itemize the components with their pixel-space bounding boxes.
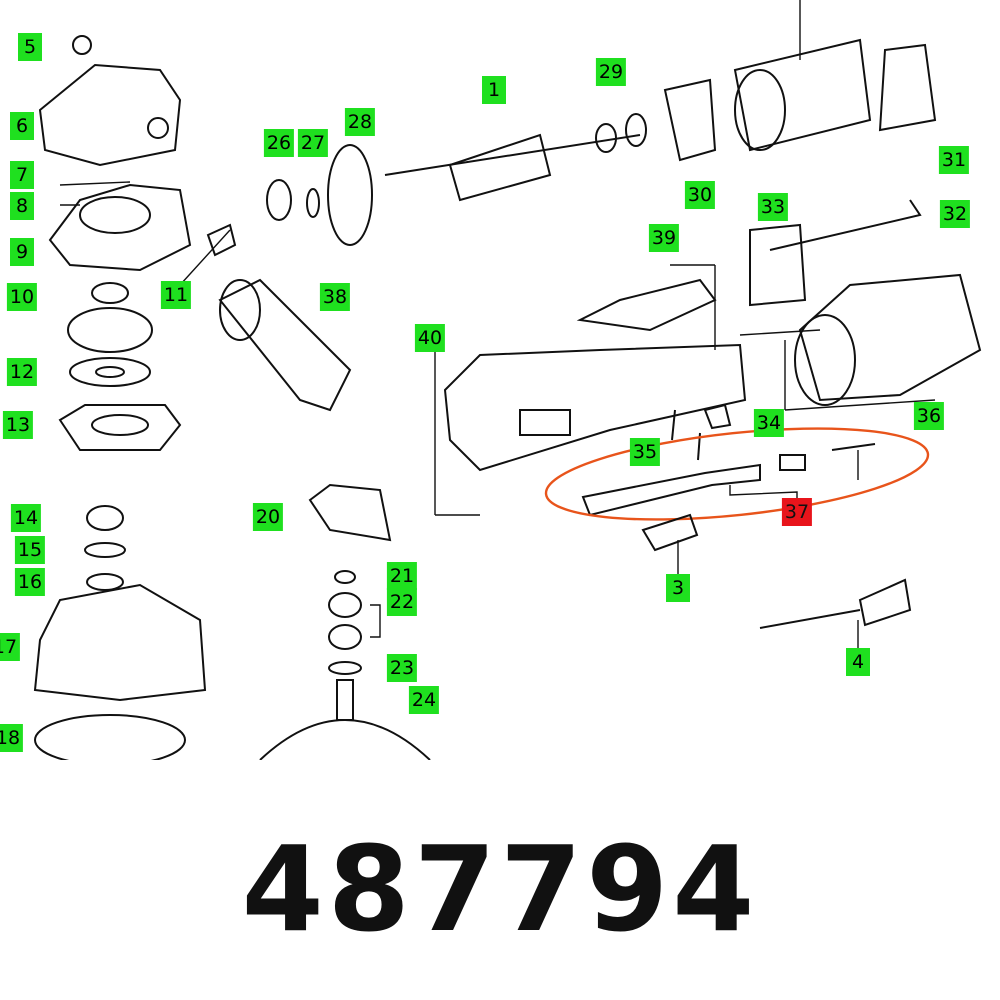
callout-1[interactable]: 1 <box>482 76 506 104</box>
callout-27[interactable]: 27 <box>297 129 329 157</box>
callout-33[interactable]: 33 <box>757 193 789 221</box>
part-number: 487794 <box>241 820 759 958</box>
callout-32[interactable]: 32 <box>939 200 971 228</box>
callout-12[interactable]: 12 <box>6 358 38 386</box>
callout-18[interactable]: 18 <box>0 724 24 752</box>
callout-13[interactable]: 13 <box>2 411 34 439</box>
callout-15[interactable]: 15 <box>14 536 46 564</box>
callout-10[interactable]: 10 <box>6 283 38 311</box>
callout-22[interactable]: 22 <box>386 588 418 616</box>
callout-5[interactable]: 5 <box>18 33 42 61</box>
callout-34[interactable]: 34 <box>753 409 785 437</box>
callout-6[interactable]: 6 <box>10 112 34 140</box>
callout-4[interactable]: 4 <box>846 648 870 676</box>
callout-30[interactable]: 30 <box>684 181 716 209</box>
callout-17[interactable]: 17 <box>0 633 21 661</box>
callout-20[interactable]: 20 <box>252 503 284 531</box>
callout-36[interactable]: 36 <box>913 402 945 430</box>
callout-24[interactable]: 24 <box>408 686 440 714</box>
callout-21[interactable]: 21 <box>386 562 418 590</box>
callout-16[interactable]: 16 <box>14 568 46 596</box>
callout-23[interactable]: 23 <box>386 654 418 682</box>
callout-28[interactable]: 28 <box>344 108 376 136</box>
callout-31[interactable]: 31 <box>938 146 970 174</box>
highlight-ring <box>544 427 930 521</box>
callout-3[interactable]: 3 <box>666 574 690 602</box>
callout-7[interactable]: 7 <box>10 161 34 189</box>
callout-26[interactable]: 26 <box>263 129 295 157</box>
callout-37-highlighted[interactable]: 37 <box>781 498 813 526</box>
callout-9[interactable]: 9 <box>10 238 34 266</box>
callout-14[interactable]: 14 <box>10 504 42 532</box>
callout-39[interactable]: 39 <box>648 224 680 252</box>
callout-35[interactable]: 35 <box>629 438 661 466</box>
callout-11[interactable]: 11 <box>160 281 192 309</box>
part-cover <box>38 63 182 167</box>
exploded-view-drawing <box>33 0 982 760</box>
callout-8[interactable]: 8 <box>10 192 34 220</box>
callout-29[interactable]: 29 <box>595 58 627 86</box>
callout-40[interactable]: 40 <box>414 324 446 352</box>
callout-38[interactable]: 38 <box>319 283 351 311</box>
